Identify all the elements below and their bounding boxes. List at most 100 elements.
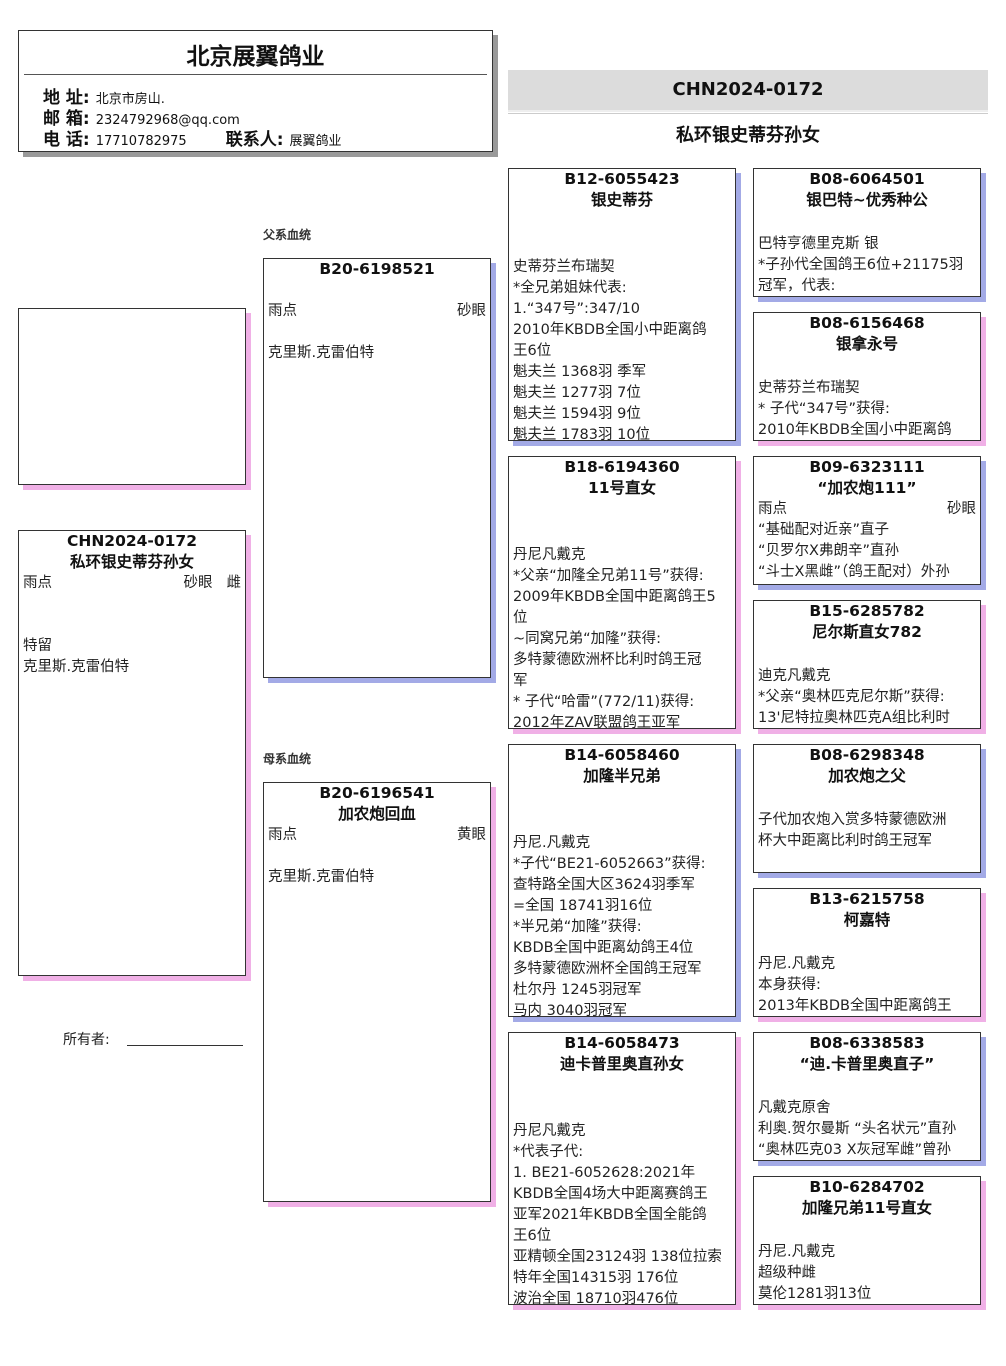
- ring-number: B12-6055423: [564, 170, 680, 188]
- description-line: 冠军，代表:: [758, 278, 836, 294]
- email-label: 邮 箱:: [43, 109, 90, 129]
- pigeon-name: 加农炮回血: [338, 805, 416, 823]
- pigeon-name: [268, 280, 486, 301]
- ring-number: B18-6194360: [564, 458, 680, 476]
- pigeon-name: “加农炮111”: [817, 479, 917, 497]
- owner-signature-line[interactable]: [127, 1045, 243, 1046]
- description-line: 亚精顿全国23124羽 138位拉索: [513, 1249, 722, 1265]
- ring-number: B15-6285782: [809, 602, 925, 620]
- phone-label: 电 话:: [43, 130, 90, 150]
- ring-number: B20-6198521: [319, 260, 435, 278]
- pigeon-name: 加隆兄弟11号直女: [801, 1199, 933, 1217]
- description-line: 王6位: [513, 343, 552, 359]
- divider: [24, 74, 487, 75]
- description-line: 本身获得:: [758, 977, 821, 993]
- description-line: 位: [513, 610, 528, 626]
- pedigree-box-dds[interactable]: B08-6338583“迪.卡普里奥直子”凡戴克原舍利奥.贺尔曼斯 “头名状元”…: [753, 1032, 981, 1161]
- pigeon-name: 迪卡普里奥直孙女: [559, 1055, 684, 1073]
- description-line: 2013年KBDB全国中距离鸽王: [758, 998, 952, 1014]
- ring-number: B09-6323111: [809, 458, 925, 476]
- description-line: “贝罗尔X弗朗辛”直孙: [758, 543, 899, 559]
- description-line: 史蒂芬兰布瑞契: [513, 259, 615, 275]
- description-line: 丹尼凡戴克: [513, 1123, 586, 1139]
- pigeon-name: 加农炮之父: [828, 767, 906, 785]
- description-line: 杜尔丹 1245羽冠军: [513, 982, 642, 998]
- description-line: *子代“BE21-6052663”获得:: [513, 856, 706, 872]
- description-line: 13'尼特拉奥林匹克A组比利时: [758, 710, 950, 726]
- ring-number: CHN2024-0172: [66, 532, 198, 550]
- description-line: 军: [513, 673, 528, 689]
- description-line: “基础配对近亲”直子: [758, 522, 890, 538]
- ring-number: B14-6058460: [564, 746, 680, 764]
- spacer: [758, 1219, 976, 1242]
- description-line: 史蒂芬兰布瑞契: [758, 380, 860, 396]
- sire-line-label: 父系血统: [263, 228, 312, 242]
- company-name: 北京展翼鸽业: [186, 44, 325, 70]
- description-line: 马内 3040羽冠军: [513, 1003, 628, 1017]
- spacer: [758, 787, 976, 810]
- description-line: 多特蒙德欧洲杯比利时鸽王冠: [513, 652, 702, 668]
- attributes-row: 雨点黄眼: [268, 825, 486, 846]
- description-line: 魁夫兰 1368羽 季军: [513, 364, 647, 380]
- email-row: 邮 箱:2324792968@qq.com: [43, 104, 240, 129]
- description-line: 魁夫兰 1277羽 7位: [513, 385, 641, 401]
- description-line: *半兄弟“加隆”获得:: [513, 919, 642, 935]
- description-line: “奥林匹克03 X灰冠军雌”曾孙: [758, 1142, 952, 1158]
- owner-label: 所有者:: [63, 1032, 110, 1048]
- description-line: *子孙代全国鸽王6位+21175羽: [758, 257, 964, 273]
- pigeon-name: 银史蒂芬: [590, 191, 653, 209]
- ring-number: B14-6058473: [564, 1034, 680, 1052]
- spacer: [758, 1075, 976, 1098]
- description-line: 2010年KBDB全国小中距离鸽: [758, 422, 952, 438]
- pigeon-name: 柯嘉特: [843, 911, 891, 929]
- spacer: [23, 594, 241, 636]
- description-line: 利奥.贺尔曼斯 “头名状元”直孙: [758, 1121, 957, 1137]
- ring-number: B10-6284702: [809, 1178, 925, 1196]
- attribute-value: 砂眼: [183, 575, 213, 591]
- pedigree-box-ss[interactable]: B12-6055423 银史蒂芬史蒂芬兰布瑞契 *全兄弟姐妹代表: 1.“347号”:…: [508, 168, 736, 441]
- pedigree-box-sds[interactable]: B09-6323111“加农炮111”雨点砂眼“基础配对近亲”直子“贝罗尔X弗朗…: [753, 456, 981, 585]
- description-line: 丹尼凡戴克: [513, 547, 586, 563]
- spacer: [758, 211, 976, 234]
- description-line: 多特蒙德欧洲杯全国鸽王冠军: [513, 961, 702, 977]
- description-line: 2012年ZAV联盟鸽王亚军: [513, 715, 681, 729]
- spacer: [513, 1075, 731, 1121]
- attribute-value: 砂眼: [457, 303, 486, 319]
- address-label: 地 址:: [43, 88, 90, 108]
- dam-line-label: 母系血统: [263, 752, 312, 766]
- spacer: [758, 355, 976, 378]
- description-line: 特留: [23, 638, 52, 654]
- spacer: [758, 931, 976, 954]
- description-line: 丹尼.凡戴克: [758, 956, 836, 972]
- breeder-header: 北京展翼鸽业 地 址:北京市房山. 邮 箱:2324792968@qq.com …: [18, 30, 493, 152]
- description-line: KBDB全国4场大中距离赛鸽王: [513, 1186, 708, 1202]
- pigeon-name: 11号直女: [587, 479, 657, 497]
- eye-sex-attributes: 砂眼: [933, 499, 976, 520]
- description-line: 凡戴克原舍: [758, 1100, 831, 1116]
- description-line: 克里斯.克雷伯特: [268, 869, 375, 885]
- color-attribute: 雨点: [23, 575, 52, 591]
- description-line: 王6位: [513, 1228, 552, 1244]
- description-line: *全兄弟姐妹代表:: [513, 280, 627, 296]
- description-line: 1.“347号”:347/10: [513, 301, 640, 317]
- description-line: 克里斯.克雷伯特: [268, 345, 375, 361]
- pigeon-name: 银拿永号: [835, 335, 898, 353]
- attribute-value: 雌: [226, 575, 242, 591]
- title-band-ring: CHN2024-0172: [508, 70, 988, 112]
- description-line: *代表子代:: [513, 1144, 584, 1160]
- attribute-value: 黄眼: [457, 827, 486, 843]
